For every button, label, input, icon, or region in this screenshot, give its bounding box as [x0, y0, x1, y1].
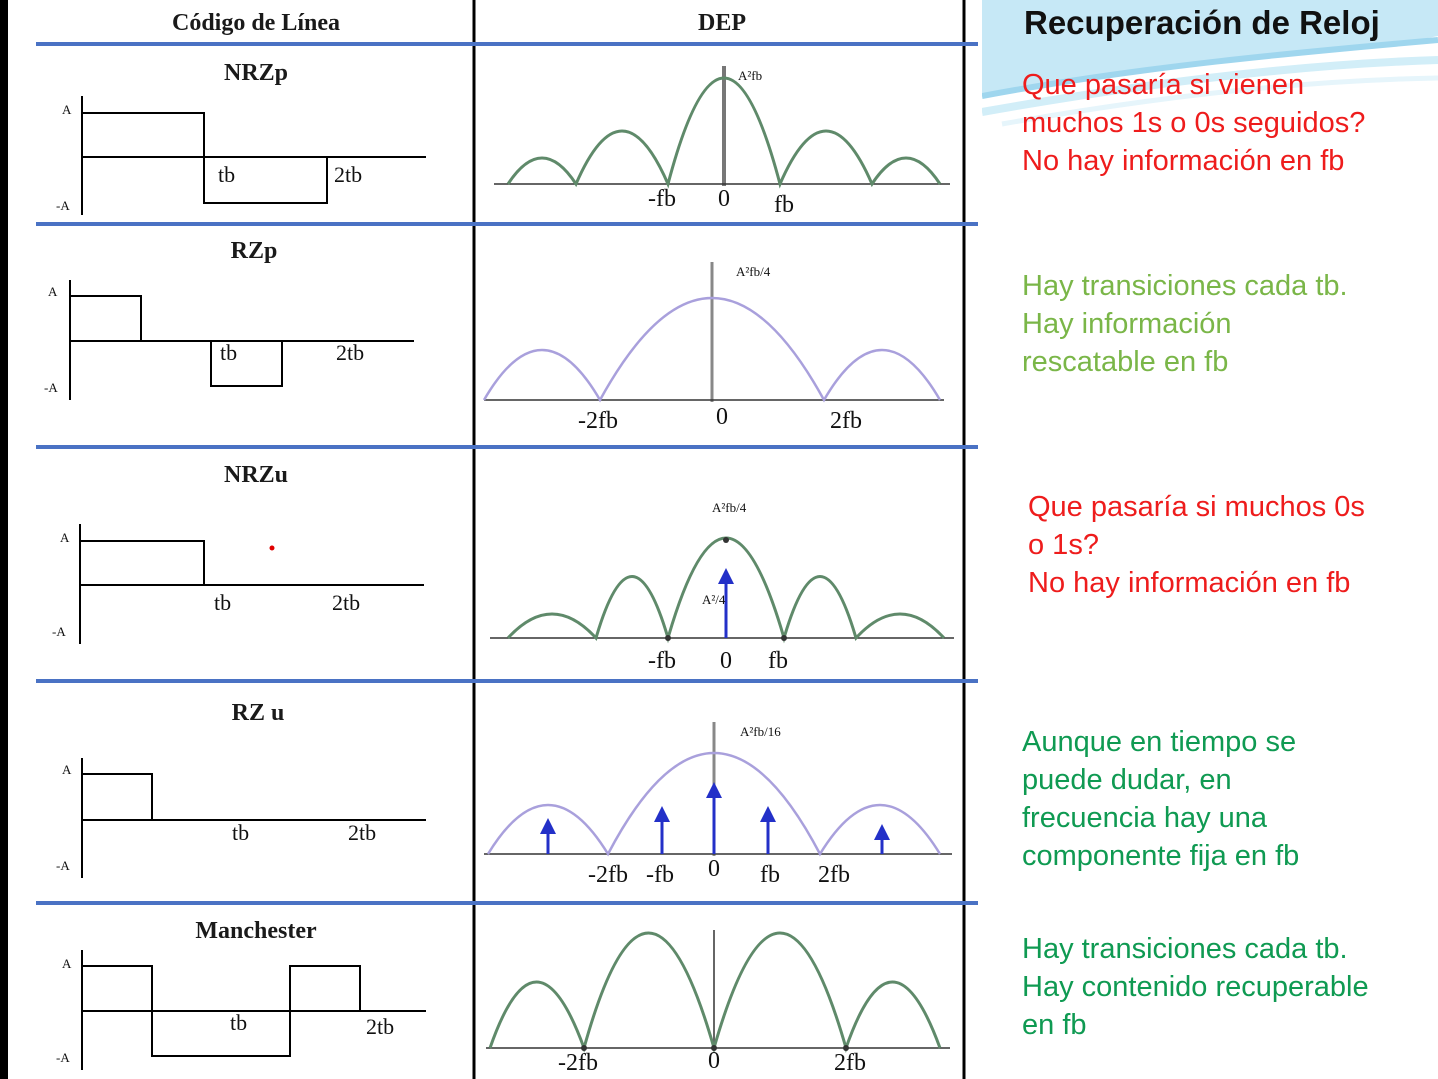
decorative-wave-banner	[982, 0, 1438, 127]
note-line: puede dudar, en	[1022, 764, 1232, 796]
amp-neg-label: -A	[56, 858, 70, 873]
spectral-lines	[540, 782, 890, 854]
tb-label: tb	[220, 340, 237, 365]
code-title-rzu: RZ u	[232, 700, 285, 726]
axis-label-neg: -2fb	[578, 408, 618, 434]
2tb-label: 2tb	[348, 820, 376, 845]
tb-label: tb	[232, 820, 249, 845]
time-waveform-rzu: A -A tb 2tb	[56, 758, 426, 878]
axis-label-neg: -2fb	[558, 1050, 598, 1076]
note-line: o 1s?	[1028, 529, 1099, 561]
2tb-label: 2tb	[366, 1014, 394, 1039]
axis-label-neg2: -2fb	[588, 862, 628, 888]
axis-label-zero: 0	[708, 1048, 720, 1074]
2tb-label: 2tb	[332, 590, 360, 615]
note-rzp: Hay transiciones cada tb. Hay informació…	[1022, 267, 1348, 381]
row-rzu: RZ u A -A tb 2tb A²fb/16 -2fb -fb 0	[56, 700, 952, 888]
axis-label-neg: -fb	[648, 648, 676, 674]
header-line-code: Código de Línea	[172, 10, 340, 36]
note-line: No hay información en fb	[1028, 567, 1351, 599]
line-code-table: Código de Línea DEP NRZp A -A tb 2tb A²f…	[36, 0, 978, 1079]
note-nrzp: Que pasaría si vienen muchos 1s o 0s seg…	[1022, 66, 1365, 180]
axis-label-neg: -fb	[646, 862, 674, 888]
amp-pos-label: A	[62, 102, 72, 117]
delta-label: A²/4	[702, 592, 726, 607]
time-waveform-nrzu: A -A tb 2tb	[52, 524, 424, 644]
table-grid	[36, 0, 978, 1079]
tb-label: tb	[214, 590, 231, 615]
axis-label-pos: fb	[768, 648, 788, 674]
axis-label-neg: -fb	[648, 186, 676, 212]
time-waveform-rzp: A -A tb 2tb	[44, 280, 414, 400]
code-title-nrzu: NRZu	[224, 462, 288, 488]
pointer-dot	[269, 545, 275, 551]
axis-label-pos: fb	[774, 192, 794, 218]
amp-neg-label: -A	[44, 380, 58, 395]
panel-title: Recuperación de Reloj	[1024, 4, 1380, 41]
note-line: frecuencia hay una	[1022, 802, 1268, 834]
psd-plot-rzp: A²fb/4 -2fb 0 2fb	[482, 262, 944, 434]
axis-label-pos2: 2fb	[818, 862, 850, 888]
psd-peak-label: A²fb/4	[736, 264, 771, 279]
psd-plot-nrzu: A²fb/4 A²/4 -fb 0 fb	[490, 500, 954, 674]
axis-label-zero: 0	[720, 648, 732, 674]
code-title-rzp: RZp	[231, 238, 278, 264]
code-title-nrzp: NRZp	[224, 60, 288, 86]
clock-recovery-panel: Recuperación de Reloj Que pasaría si vie…	[982, 0, 1438, 1079]
note-rzu: Aunque en tiempo se puede dudar, en frec…	[1022, 723, 1299, 875]
tb-label: tb	[218, 162, 235, 187]
row-manchester: Manchester A -A tb 2tb -2fb 0 2fb	[56, 918, 950, 1076]
note-line: No hay información en fb	[1022, 145, 1345, 177]
note-line: Que pasaría si vienen	[1022, 69, 1305, 101]
note-line: componente fija en fb	[1022, 840, 1300, 872]
note-manchester: Hay transiciones cada tb. Hay contenido …	[1022, 930, 1369, 1044]
header-psd: DEP	[698, 10, 746, 36]
note-line: Aunque en tiempo se	[1022, 726, 1297, 758]
code-title-manchester: Manchester	[195, 918, 317, 944]
psd-plot-rzu: A²fb/16 -2fb -fb 0 fb 2fb	[484, 722, 952, 888]
psd-peak-label: A²fb	[738, 68, 762, 83]
axis-label-pos: 2fb	[834, 1050, 866, 1076]
row-rzp: RZp A -A tb 2tb A²fb/4 -2fb 0 2fb	[44, 238, 944, 434]
note-line: en fb	[1022, 1009, 1087, 1041]
row-nrzp: NRZp A -A tb 2tb A²fb -fb 0 fb	[56, 60, 950, 218]
amp-pos-label: A	[62, 956, 72, 971]
axis-label-pos: fb	[760, 862, 780, 888]
amp-neg-label: -A	[56, 198, 70, 213]
amp-pos-label: A	[62, 762, 72, 777]
psd-peak-label: A²fb/16	[740, 724, 781, 739]
row-nrzu: NRZu A -A tb 2tb A²fb/4 A²/4 -fb 0 fb	[52, 462, 954, 674]
psd-plot-manchester: -2fb 0 2fb	[486, 930, 950, 1076]
note-line: Hay contenido recuperable	[1022, 971, 1369, 1003]
amp-neg-label: -A	[52, 624, 66, 639]
note-nrzu: Que pasaría si muchos 0s o 1s? No hay in…	[1028, 488, 1365, 602]
note-line: muchos 1s o 0s seguidos?	[1022, 107, 1366, 139]
note-line: Hay información	[1022, 308, 1232, 340]
left-edge-bar	[0, 0, 8, 1079]
note-line: Hay transiciones cada tb.	[1022, 270, 1348, 302]
2tb-label: 2tb	[336, 340, 364, 365]
2tb-label: 2tb	[334, 162, 362, 187]
time-waveform-nrzp: A -A tb 2tb	[56, 96, 426, 215]
axis-label-zero: 0	[716, 404, 728, 430]
axis-label-pos: 2fb	[830, 408, 862, 434]
note-line: Hay transiciones cada tb.	[1022, 933, 1348, 965]
psd-peak-label: A²fb/4	[712, 500, 747, 515]
axis-label-zero: 0	[718, 186, 730, 212]
note-line: Que pasaría si muchos 0s	[1028, 491, 1365, 523]
amp-neg-label: -A	[56, 1050, 70, 1065]
note-line: rescatable en fb	[1022, 346, 1229, 378]
amp-pos-label: A	[60, 530, 70, 545]
psd-plot-nrzp: A²fb -fb 0 fb	[494, 66, 950, 218]
amp-pos-label: A	[48, 284, 58, 299]
axis-label-zero: 0	[708, 856, 720, 882]
tb-label: tb	[230, 1010, 247, 1035]
time-waveform-manchester: A -A tb 2tb	[56, 950, 426, 1070]
